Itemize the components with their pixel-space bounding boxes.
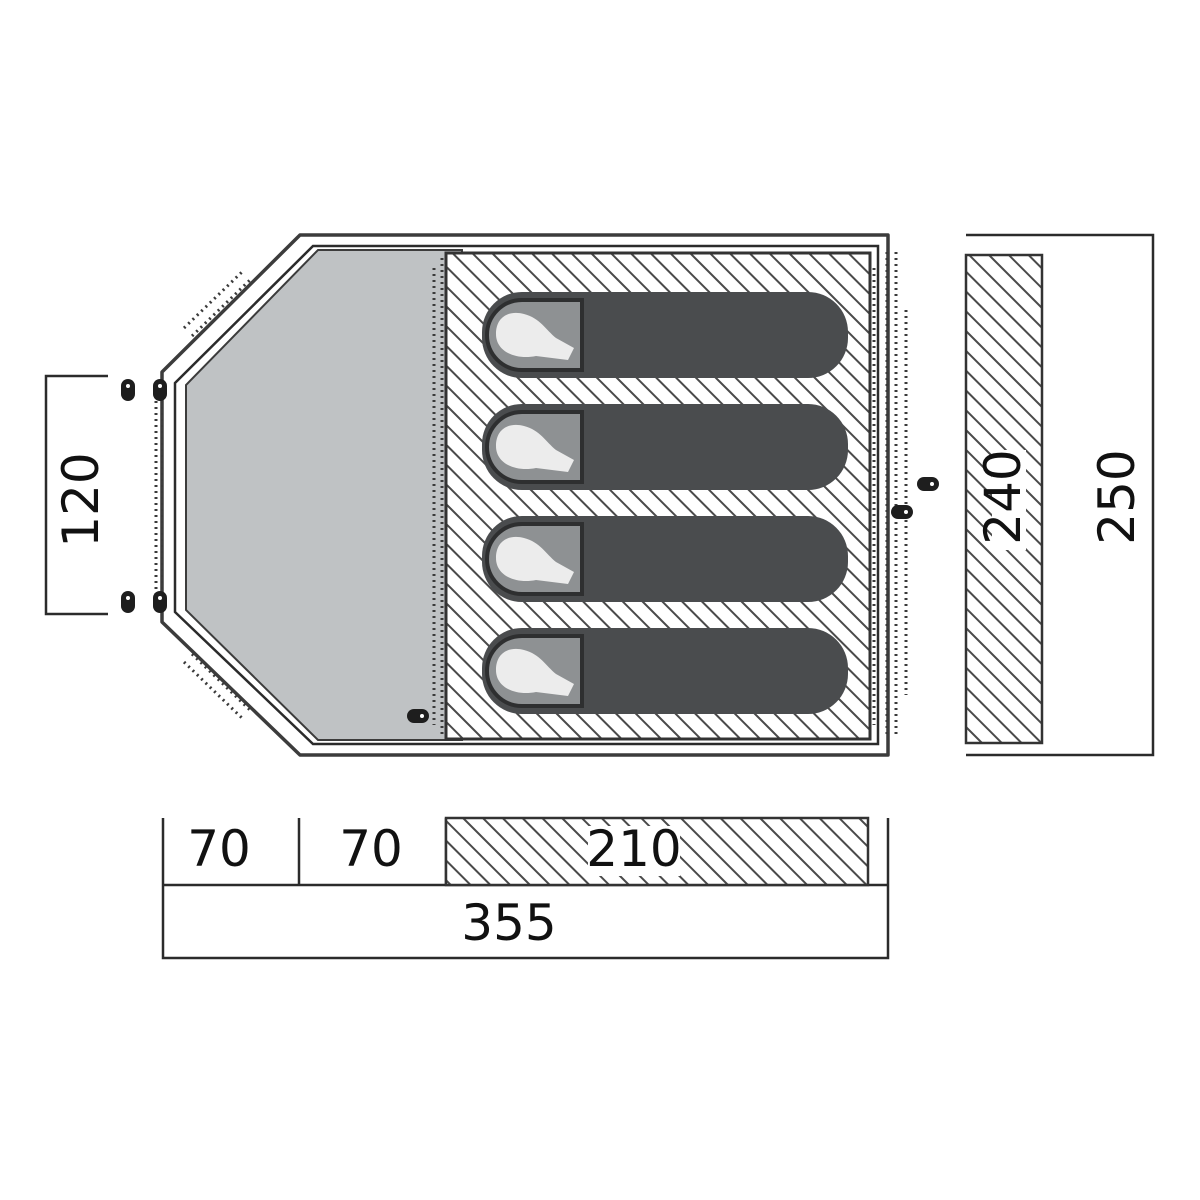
door-width-label: 120 [52,452,110,547]
tent-plan [121,233,939,757]
side-vent-top-dotted-2 [190,276,254,338]
vestibule-depth-front-label: 70 [187,820,251,878]
sleeping-bag [482,292,848,378]
sleeping-bag [482,628,848,714]
side-vent-bottom-dotted-2 [190,652,254,714]
zipper-puller-icon [121,591,135,613]
zipper-puller-icon [917,477,939,491]
side-vent-top-dotted [182,268,246,330]
sleeping-bags [482,292,848,714]
person-icon [496,424,574,472]
total-width-dimension: 250 [966,233,1155,757]
flysheet-inner-outline [173,244,880,746]
flysheet-outline [160,233,890,757]
person-icon [496,312,574,360]
zipper-puller-icon [407,709,429,723]
sleeping-bag [482,516,848,602]
length-dimensions: 70 70 210 355 [161,816,890,960]
zipper-puller-icon [153,591,167,613]
zipper-puller-icon [891,505,913,519]
sleeping-bag [482,404,848,490]
door-width-dimension: 120 [44,374,110,616]
total-length-label: 355 [461,894,556,952]
zipper-puller-icon [121,379,135,401]
side-vent-bottom-dotted [182,660,246,722]
total-width-label: 250 [1088,449,1146,544]
zipper-puller-icon [153,379,167,401]
person-icon [496,536,574,584]
vestibule-depth-back-label: 70 [339,820,403,878]
inner-length-label: 210 [586,820,681,878]
person-icon [496,648,574,696]
inner-width-dimension: 240 [964,253,1044,745]
inner-width-label: 240 [974,449,1032,544]
vestibule-floor [185,249,463,741]
